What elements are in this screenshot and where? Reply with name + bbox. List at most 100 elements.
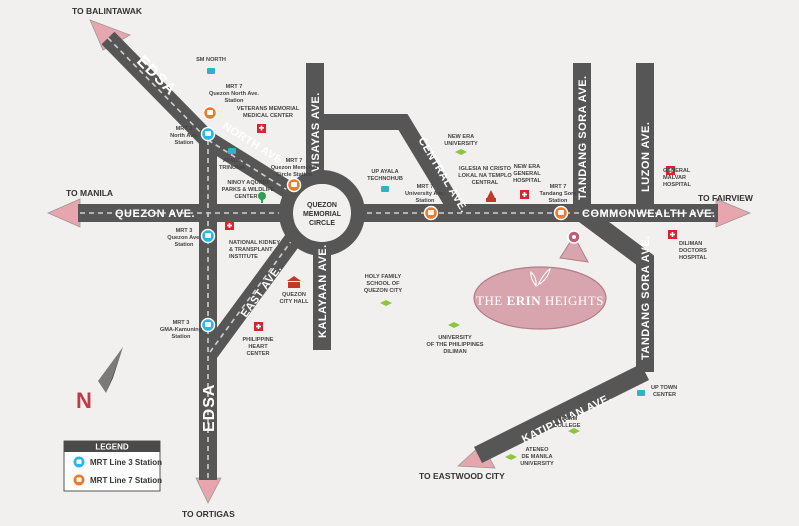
ateneo-label-3: UNIVERSITY (520, 461, 554, 467)
mrt3-north-ave-icon (200, 126, 216, 142)
up-technohub-label-2: TECHNOHUB (367, 176, 403, 182)
compass-arrow-shadow (106, 347, 123, 393)
brand-left: THE (476, 293, 507, 308)
malvar-label-3: HOSPITAL (663, 182, 691, 188)
nkti-label-1: NATIONAL KIDNEY (229, 240, 280, 246)
holy-family-label-3: QUEZON CITY (364, 288, 402, 294)
brand-right: HEIGHTS (541, 293, 604, 308)
mrt3-quezon-ave-label-1: MRT 3 (176, 228, 193, 234)
malvar-hospital-icon (666, 166, 675, 175)
mrt7-north-ave-icon (202, 105, 218, 121)
new-era-hospital-label-1: NEW ERA (514, 164, 540, 170)
dest-southeast: TO EASTWOOD CITY (419, 471, 505, 481)
ninoy-label-1: NINOY AQUINO (227, 180, 269, 186)
up-technohub-label-1: UP AYALA (371, 169, 398, 175)
mrt7-university-label-2: University Ave. (405, 191, 445, 197)
mrt3-gma-label-3: Station (172, 334, 192, 340)
label-quezon-ave: QUEZON AVE. (115, 208, 195, 220)
legend-mrt7-icon (73, 474, 85, 486)
sm-north-label: SM NORTH (196, 57, 226, 63)
erin-heights-callout: THE ERIN HEIGHTS (473, 230, 607, 330)
mrt7-qmc-label-2: Quezon Memorial (271, 165, 318, 171)
new-era-hospital-icon (520, 190, 529, 199)
ninoy-label-2: PARKS & WILDLIFE (222, 187, 275, 193)
callout-pointer (559, 235, 589, 263)
mrt3-gma-icon (200, 317, 216, 333)
heart-center-hospital-icon (254, 322, 263, 331)
up-town-icon (637, 390, 645, 396)
iglesia-label-2: LOKAL NA TEMPLO (458, 173, 512, 179)
veterans-label-2: MEDICAL CENTER (243, 113, 293, 119)
erin-heights-badge (473, 266, 607, 330)
mrt7-quezon-memorial-icon (286, 177, 302, 193)
new-era-hospital-label-2: GENERAL (513, 171, 541, 177)
mrt3-quezon-ave-label-3: Station (175, 242, 195, 248)
ateneo-label-2: DE MANILA (521, 454, 552, 460)
compass-label: N (76, 388, 92, 413)
label-edsa-south: EDSA (201, 384, 218, 432)
diliman-doctors-label-2: DOCTORS (679, 248, 707, 254)
qc-hall-icon (287, 276, 301, 288)
iglesia-label-1: IGLESIA NI CRISTO (459, 166, 512, 172)
mrt7-north-ave-label-2: Quezon North Ave. (209, 91, 259, 97)
nkti-label-3: INSTITUTE (229, 254, 258, 260)
mrt7-qmc-label-3: Circle Station (276, 172, 313, 178)
erin-heights-logo: THE ERIN HEIGHTS (476, 293, 604, 308)
miriam-label-1: MIRIAM (557, 416, 578, 422)
mrt3-gma-label-1: MRT 3 (173, 320, 190, 326)
mrt3-north-ave-label-1: MRT 3 (176, 126, 193, 132)
ninoy-label-3: CENTER (235, 194, 258, 200)
mrt7-ts-label-3: Station (549, 198, 569, 204)
mrt3-north-ave-label-3: Station (175, 140, 195, 146)
circle-label-3: CIRCLE (309, 220, 335, 227)
mrt7-stations (202, 105, 569, 221)
heart-center-label-2: HEART (248, 344, 268, 350)
heart-center-label-3: CENTER (247, 351, 270, 357)
label-luzon-ave: LUZON AVE. (640, 122, 652, 192)
road-dashes (80, 37, 716, 478)
dash-east-ave (209, 231, 299, 353)
nkti-label-2: & TRANSPLANT (229, 247, 273, 253)
ateneo-label-1: ATENEO (526, 447, 550, 453)
up-diliman-label-2: OF THE PHILIPPINES (427, 342, 484, 348)
mrt3-north-ave-label-2: North Ave. (170, 133, 198, 139)
road-tandang-sora-south (576, 205, 654, 372)
ayala-trinoma-label-1: AYALA (223, 158, 241, 164)
quezon-memorial-circle (279, 170, 365, 256)
mrt7-university-label-3: Station (416, 198, 436, 204)
landmark-icons (207, 68, 677, 460)
ninoy-park-icon (258, 192, 266, 203)
veterans-hospital-icon (257, 124, 266, 133)
ayala-trinoma-label-2: TRINOMA (219, 165, 245, 171)
miriam-icon (568, 428, 580, 434)
dest-north: TO BALINTAWAK (72, 6, 143, 16)
diliman-doctors-hospital-icon (668, 230, 677, 239)
legend-mrt3-label: MRT Line 3 Station (90, 458, 162, 467)
mrt7-ts-label-2: Tandang Sora (540, 191, 578, 197)
ayala-trinoma-icon (228, 148, 236, 154)
road-central-group (315, 114, 465, 218)
iglesia-church-icon (486, 190, 496, 202)
road-central-ave (315, 114, 465, 218)
circle-label-2: MEMORIAL (303, 211, 342, 218)
up-diliman-label-1: UNIVERSITY (438, 335, 472, 341)
malvar-label-1: GENERAL (663, 168, 691, 174)
holy-family-label-1: HOLY FAMILY (365, 274, 402, 280)
new-era-univ-label-2: UNIVERSITY (444, 141, 478, 147)
mrt3-stations (200, 126, 216, 333)
qc-hall-label-2: CITY HALL (279, 299, 309, 305)
mrt7-qmc-label-1: MRT 7 (286, 158, 303, 164)
up-diliman-icon (448, 322, 460, 328)
sm-north-icon (207, 68, 215, 74)
veterans-label-1: VETERANS MEMORIAL (237, 106, 300, 112)
leaf-logo-icon (530, 267, 551, 288)
mrt7-north-ave-label-3: Station (225, 98, 245, 104)
holy-family-label-2: SCHOOL OF (366, 281, 400, 287)
location-pin-icon (567, 230, 581, 244)
miriam-label-2: COLLEGE (553, 423, 580, 429)
label-commonwealth-ave: COMMONWEALTH AVE. (582, 208, 716, 220)
legend: LEGEND MRT Line 3 Station MRT Line 7 Sta… (63, 440, 162, 492)
label-kalayaan-ave: KALAYAAN AVE. (317, 244, 329, 338)
legend-mrt3-icon (73, 456, 85, 468)
